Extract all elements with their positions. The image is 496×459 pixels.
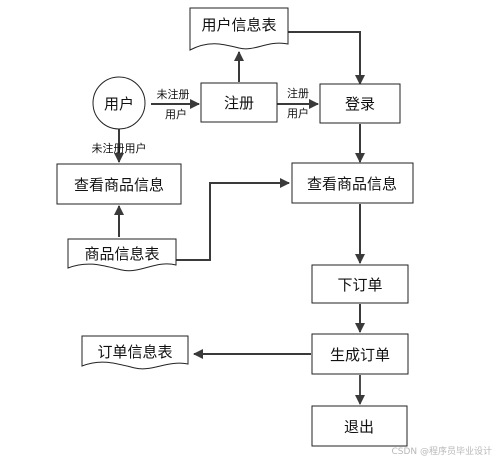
node-user-table-label: 用户信息表 — [201, 16, 276, 34]
node-product-table-label: 商品信息表 — [84, 245, 159, 263]
node-generate-order-label: 生成订单 — [330, 346, 390, 364]
node-browse-left: 查看商品信息 — [56, 163, 182, 205]
watermark: CSDN @程序员毕业设计 — [391, 445, 492, 457]
edge-label-user-browse: 未注册用户 — [92, 141, 147, 155]
node-order-table-label: 订单信息表 — [97, 343, 172, 361]
edge-label-register-login-1: 注册 — [287, 86, 309, 100]
node-user-label: 用户 — [104, 95, 134, 113]
node-browse-main: 查看商品信息 — [291, 162, 414, 204]
node-place-order: 下订单 — [311, 264, 409, 304]
connectors — [114, 31, 365, 359]
node-order-table: 订单信息表 — [81, 335, 189, 370]
node-exit: 退出 — [311, 405, 408, 447]
node-exit-label: 退出 — [344, 418, 374, 436]
node-register-label: 注册 — [224, 94, 254, 112]
edge-label-user-register-2: 用户 — [165, 107, 187, 121]
node-login-label: 登录 — [345, 95, 375, 113]
node-user-table: 用户信息表 — [189, 7, 289, 51]
node-generate-order: 生成订单 — [311, 333, 409, 375]
edge-label-user-register-1: 未注册 — [157, 87, 190, 101]
node-browse-main-label: 查看商品信息 — [307, 175, 397, 193]
edge-label-register-login-2: 用户 — [287, 106, 309, 120]
node-user: 用户 — [92, 76, 146, 130]
node-product-table: 商品信息表 — [67, 238, 177, 272]
node-place-order-label: 下订单 — [337, 276, 382, 294]
edge-producttable-browse-main — [176, 178, 290, 261]
node-login: 登录 — [319, 83, 401, 124]
node-register: 注册 — [200, 82, 278, 123]
edge-usertable-login — [288, 31, 365, 85]
node-browse-left-label: 查看商品信息 — [74, 176, 164, 194]
